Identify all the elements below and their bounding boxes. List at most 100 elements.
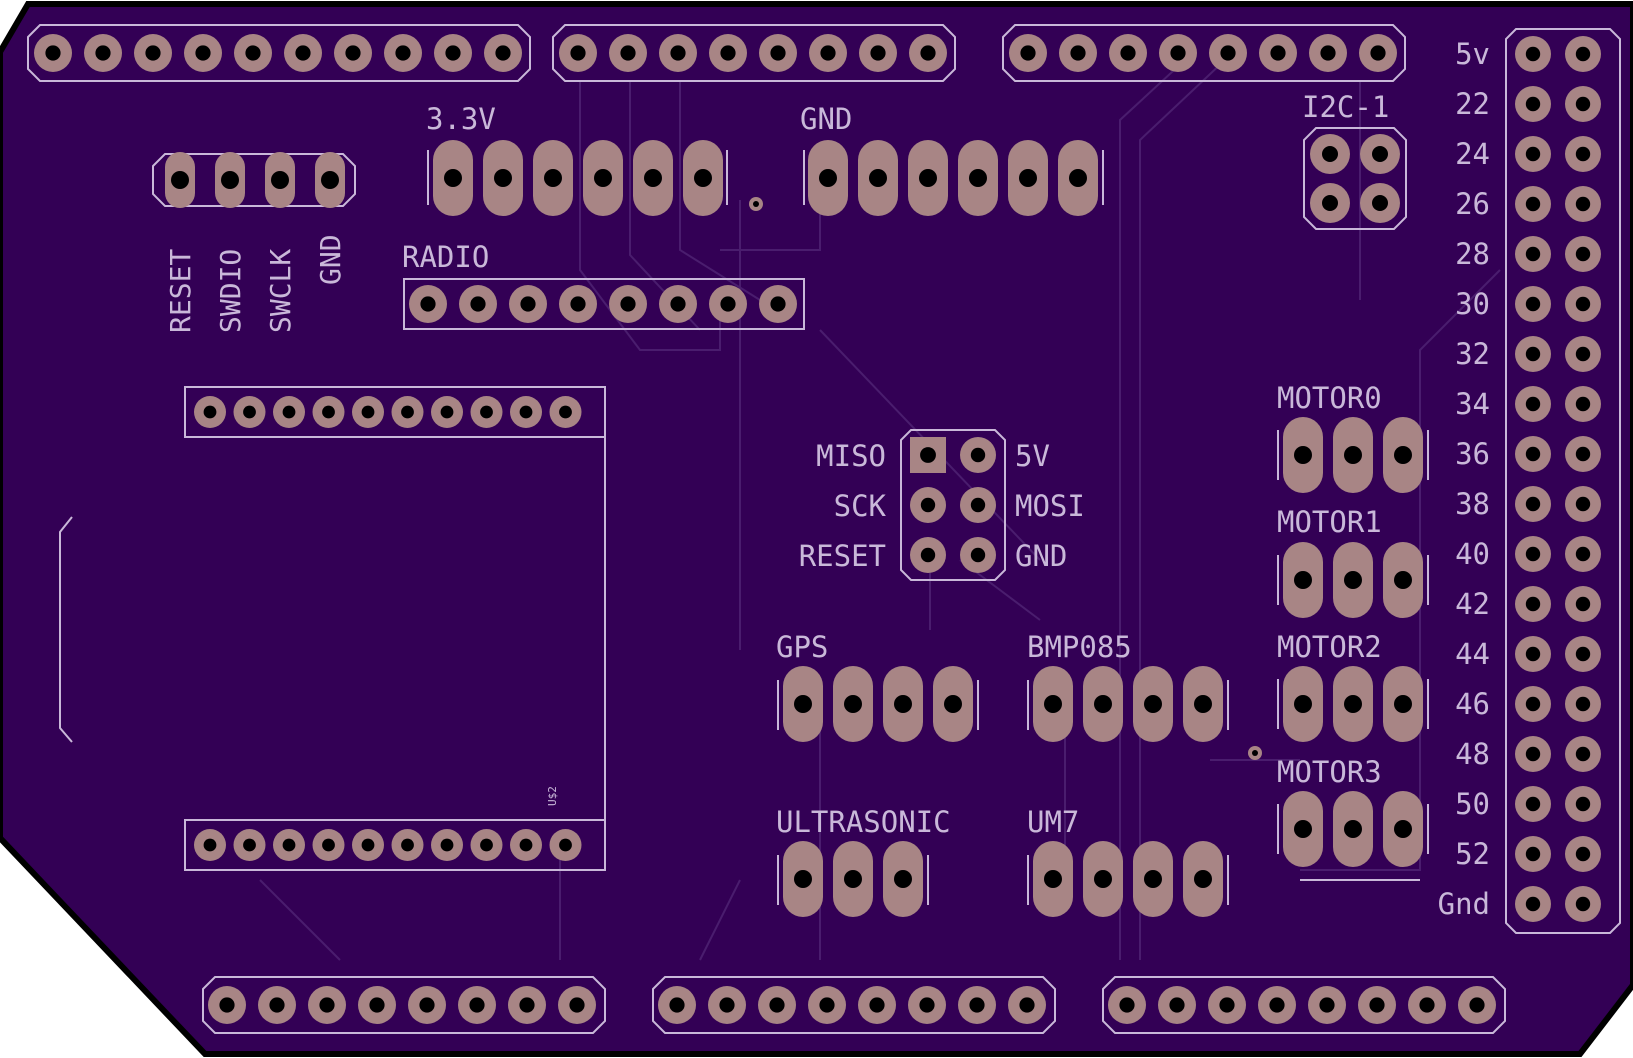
drill-hole [1344, 446, 1362, 464]
drill-hole [1525, 446, 1541, 462]
drill-hole [480, 405, 493, 419]
label-gnd-rail: GND [800, 102, 852, 136]
drill-hole [720, 296, 736, 312]
drill-hole [1344, 695, 1362, 713]
drill-hole [1044, 695, 1062, 713]
drill-hole [1194, 695, 1212, 713]
motor-outline-1 [1277, 555, 1429, 605]
module-bracket [59, 516, 73, 743]
drill-hole [203, 838, 217, 852]
digital-header-label: 48 [1455, 737, 1490, 771]
drill-hole [1394, 820, 1412, 838]
label-swd-swclk: SWCLK [264, 249, 297, 333]
drill-hole [1294, 571, 1312, 589]
drill-hole [1094, 870, 1112, 888]
drill-hole [1525, 46, 1541, 62]
drill-hole [1170, 45, 1186, 61]
arduino-top-header-1 [552, 24, 956, 82]
drill-hole [919, 997, 935, 1013]
label-swd-reset: RESET [164, 249, 197, 333]
drill-hole [1525, 96, 1541, 112]
drill-hole [620, 296, 636, 312]
drill-hole [171, 171, 189, 189]
drill-hole [1294, 446, 1312, 464]
i2c-outline [1303, 127, 1407, 230]
drill-hole [894, 695, 912, 713]
arduino-bottom-header-0 [202, 976, 606, 1034]
drill-hole [45, 45, 61, 61]
drill-hole [694, 169, 712, 187]
drill-hole [669, 997, 685, 1013]
digital-header-label: 42 [1455, 587, 1490, 621]
drill-hole [944, 695, 962, 713]
drill-hole [570, 45, 586, 61]
drill-hole [1525, 846, 1541, 862]
label-icsp-gnd: GND [1015, 539, 1067, 573]
drill-hole [794, 695, 812, 713]
drill-hole [1119, 997, 1135, 1013]
drill-hole [1144, 870, 1162, 888]
drill-hole [480, 838, 493, 852]
drill-hole [1575, 346, 1591, 362]
drill-hole [1394, 695, 1412, 713]
drill-hole [1019, 997, 1035, 1013]
arduino-top-header-2 [1002, 24, 1406, 82]
label-swd-swdio: SWDIO [214, 249, 247, 333]
drill-hole [145, 45, 161, 61]
drill-hole [203, 405, 217, 419]
motor-outline-0 [1277, 430, 1429, 480]
drill-hole [1344, 571, 1362, 589]
label-gps: GPS [776, 630, 828, 664]
digital-header-label: 30 [1455, 287, 1490, 321]
drill-hole [1069, 169, 1087, 187]
digital-header-label: 32 [1455, 337, 1490, 371]
drill-hole [1044, 870, 1062, 888]
drill-hole [322, 405, 335, 419]
drill-hole [1322, 146, 1338, 162]
drill-hole [920, 547, 936, 563]
digital-header-label: 22 [1455, 87, 1490, 121]
drill-hole [1094, 695, 1112, 713]
via-drill [753, 201, 759, 207]
drill-hole [295, 45, 311, 61]
drill-hole [1575, 646, 1591, 662]
drill-hole [644, 169, 662, 187]
drill-hole [670, 45, 686, 61]
label-motor1: MOTOR1 [1277, 505, 1382, 539]
label-motor0: MOTOR0 [1277, 381, 1382, 415]
drill-hole [369, 997, 385, 1013]
label-bmp085: BMP085 [1027, 630, 1132, 664]
label-icsp-miso: MISO [816, 439, 886, 473]
trace [579, 80, 721, 351]
drill-hole [444, 169, 462, 187]
digital-header-label: 50 [1455, 787, 1490, 821]
drill-hole [219, 997, 235, 1013]
drill-hole [1525, 546, 1541, 562]
digital-header-label: 28 [1455, 237, 1490, 271]
drill-hole [769, 997, 785, 1013]
drill-hole [345, 45, 361, 61]
drill-hole [495, 45, 511, 61]
drill-hole [401, 405, 414, 419]
drill-hole [1394, 446, 1412, 464]
digital-header-label: 44 [1455, 637, 1490, 671]
drill-hole [1575, 146, 1591, 162]
drill-hole [445, 45, 461, 61]
drill-hole [1525, 496, 1541, 512]
drill-hole [1394, 571, 1412, 589]
drill-hole [1575, 746, 1591, 762]
drill-hole [401, 838, 414, 852]
pads [34, 34, 1601, 1024]
drill-hole [1525, 746, 1541, 762]
drill-hole [1525, 146, 1541, 162]
drill-hole [1144, 695, 1162, 713]
label-icsp-5v: 5V [1015, 439, 1050, 473]
digital-header-label: 46 [1455, 687, 1490, 721]
drill-hole [470, 296, 486, 312]
arduino-bottom-header-1 [652, 976, 1056, 1034]
drill-hole [920, 447, 936, 463]
drill-hole [719, 997, 735, 1013]
